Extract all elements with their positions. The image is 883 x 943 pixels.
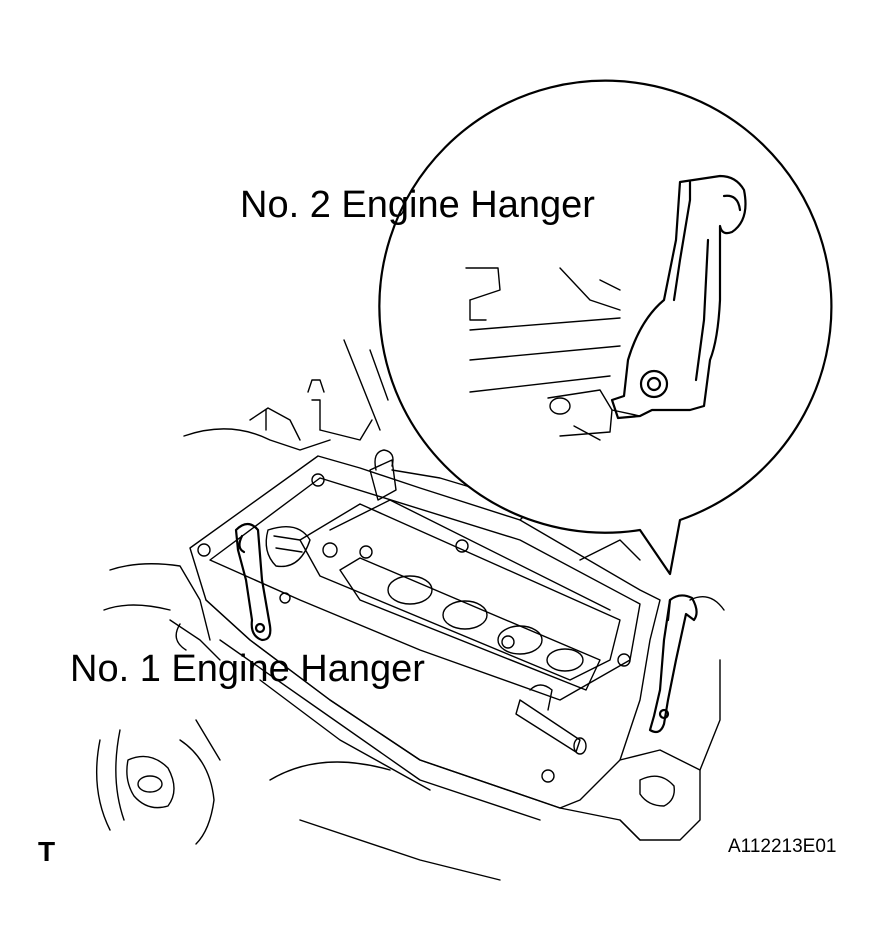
hanger-1-label: No. 1 Engine Hanger xyxy=(70,648,425,690)
cam-cover-ridge xyxy=(300,504,620,680)
oil-filler-cap xyxy=(266,527,310,567)
figure-id: A112213E01 xyxy=(728,836,837,857)
spark-plug-row xyxy=(340,558,600,690)
hanger-2-bolt xyxy=(641,371,667,397)
callout-bubble xyxy=(379,81,831,574)
hanger-2-label: No. 2 Engine Hanger xyxy=(240,184,595,226)
hanger-2-magnified xyxy=(612,176,746,418)
hanger-1 xyxy=(236,524,270,640)
view-code: T xyxy=(38,836,56,867)
hanger-2-installed xyxy=(650,595,697,732)
engine-mount xyxy=(127,756,174,807)
magnified-view xyxy=(379,81,831,574)
engine-block xyxy=(97,340,724,880)
